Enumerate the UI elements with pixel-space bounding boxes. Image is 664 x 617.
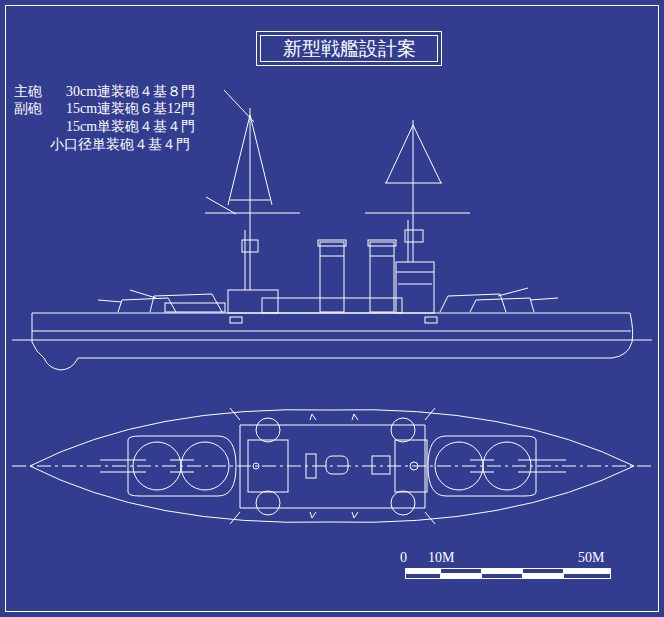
scale-bar: [482, 569, 523, 574]
gun: [230, 408, 435, 524]
title-frame: [257, 32, 442, 66]
scale-bar: [523, 574, 564, 579]
gun: [518, 460, 566, 472]
yard: [230, 200, 270, 201]
mast-plan: [253, 463, 259, 469]
gun: [470, 460, 494, 472]
scale-bar: [406, 569, 441, 574]
gun: [98, 300, 122, 302]
funnel: [370, 242, 394, 312]
scale-number: 50M: [578, 551, 604, 565]
deckhouse: [395, 440, 427, 492]
bridge: [398, 284, 432, 285]
barbette: [165, 303, 225, 312]
rigging: [250, 115, 272, 205]
rigging: [413, 125, 441, 183]
secondary-turret: [391, 491, 415, 515]
title-text: 新型戦艦設計案: [262, 38, 436, 60]
funnel: [370, 256, 394, 257]
yard: [385, 183, 442, 184]
rigging: [386, 125, 413, 183]
armament-spec: 15cm連装砲６基12門: [66, 102, 195, 116]
label-heading: 主砲: [14, 85, 42, 99]
superstructure: [262, 298, 402, 313]
scuttle: [425, 317, 437, 323]
funnel-plan: [372, 456, 390, 474]
top: [242, 240, 258, 252]
gun: [530, 298, 558, 300]
mast: [408, 220, 409, 262]
superstructure: [228, 290, 278, 313]
title-frame: [261, 36, 438, 62]
secondary-turret: [256, 418, 280, 442]
gun: [170, 460, 194, 472]
rigging: [228, 115, 250, 205]
turret: [435, 442, 483, 490]
gun: [100, 460, 146, 472]
scale-bar: [406, 569, 611, 579]
label-heading: 副砲: [14, 102, 42, 116]
hull-band: [32, 331, 631, 332]
turret: [483, 442, 531, 490]
funnel: [320, 256, 344, 257]
waterline: [12, 340, 652, 341]
scale-bar: [441, 574, 482, 579]
centerline: [12, 466, 652, 467]
deckhouse: [248, 440, 288, 492]
gun: [498, 288, 528, 296]
mast: [245, 230, 246, 290]
scuttle: [230, 317, 242, 323]
gun: [130, 290, 156, 298]
top: [405, 230, 423, 242]
turret: [470, 298, 534, 312]
yard: [365, 213, 470, 214]
funnel-cap: [318, 240, 346, 246]
funnel: [320, 242, 344, 312]
barbette-outline: [128, 436, 236, 496]
scale-number: 0: [400, 551, 407, 565]
yard: [205, 213, 300, 214]
turret: [118, 298, 176, 312]
superstructure-plan: [240, 425, 425, 508]
bridge: [396, 262, 434, 313]
hull: [32, 313, 633, 370]
mast-plan: [410, 462, 418, 470]
bridge: [396, 272, 434, 273]
funnel-cap: [368, 240, 396, 246]
deck-outline: [30, 410, 634, 523]
turret: [440, 294, 506, 312]
mast: [413, 120, 414, 262]
secondary-turret: [256, 491, 280, 515]
mast: [250, 108, 251, 290]
armament-spec: 30cm連装砲４基８門: [66, 85, 195, 99]
barbette-outline: [428, 436, 536, 496]
scale-bar: [564, 569, 611, 574]
armament-spec: 15cm単装砲４基４門: [66, 120, 195, 134]
gun-mount: [310, 414, 358, 518]
funnel-plan: [306, 454, 316, 478]
frame: [6, 6, 659, 612]
turret: [133, 442, 181, 490]
turret: [181, 442, 229, 490]
funnel-plan: [326, 456, 348, 474]
armament-spec: 小口径単装砲４基４門: [50, 138, 190, 152]
scale-number: 10M: [428, 551, 454, 565]
secondary-turret: [391, 418, 415, 442]
